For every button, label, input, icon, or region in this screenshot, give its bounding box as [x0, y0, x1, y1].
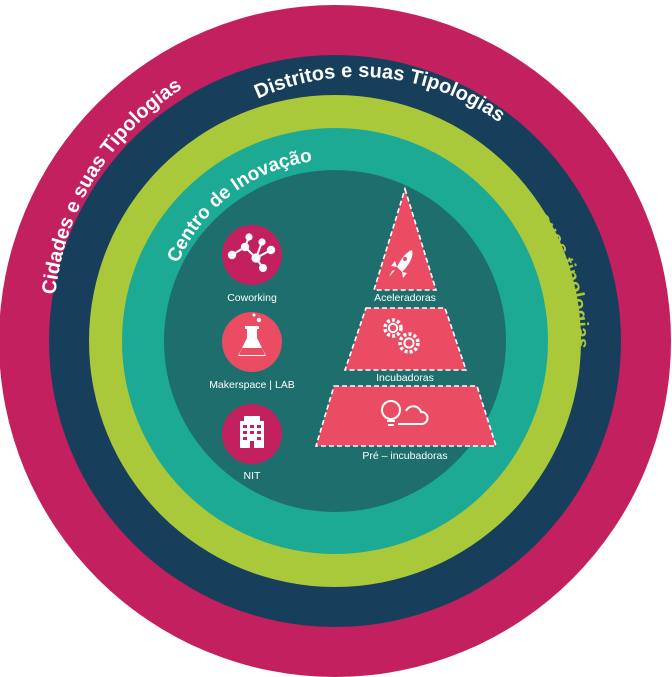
nit-item: NIT [222, 404, 282, 482]
incubadoras-label: Incubadoras [376, 372, 434, 384]
rocket-icon [389, 250, 413, 278]
nit-label: NIT [244, 470, 262, 482]
makerspace-item: Makerspace | LAB [209, 312, 295, 391]
aceleradoras-label: Aceleradoras [374, 292, 436, 304]
lightbulb-cloud-icon [381, 400, 429, 426]
coworking-label: Coworking [227, 292, 277, 304]
network-nodes-icon [227, 233, 276, 272]
pyramid-middle: Incubadoras [343, 307, 468, 384]
pyramid-top: Aceleradoras [372, 186, 438, 304]
gears-icon [383, 318, 420, 354]
makerspace-label: Makerspace | LAB [209, 379, 295, 391]
building-icon [240, 416, 264, 448]
pyramid-bottom: Pré – incubadoras [314, 385, 498, 462]
coworking-item: Coworking [222, 225, 282, 304]
lab-flask-icon [238, 313, 266, 356]
pre-incubadoras-label: Pré – incubadoras [362, 450, 447, 462]
